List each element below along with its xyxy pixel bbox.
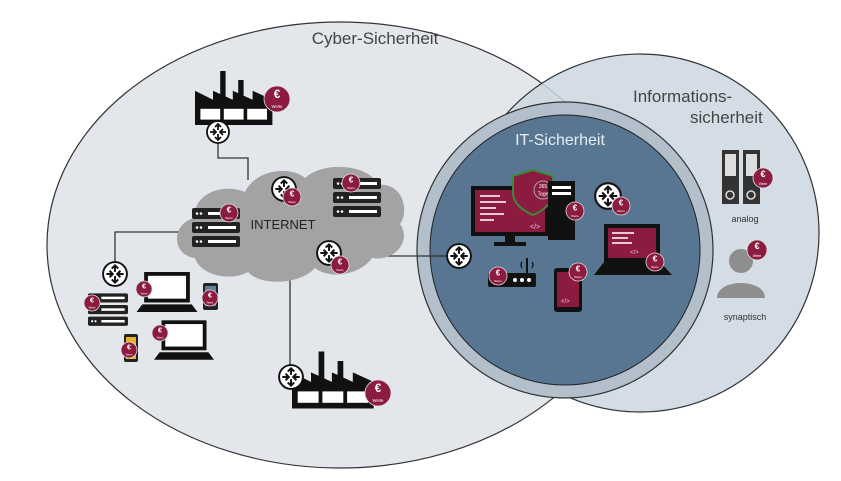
euro-symbol: € <box>274 88 281 101</box>
euro-badge-label: Werte <box>494 279 502 283</box>
euro-badge-label: Werte <box>617 209 625 213</box>
euro-badge-icon: € Werte <box>568 262 588 282</box>
euro-symbol: € <box>158 325 162 334</box>
euro-badge-icon: € Werte <box>488 266 508 286</box>
euro-badge-label: Werte <box>126 352 133 356</box>
router-icon <box>102 261 128 287</box>
code-tag: </> <box>530 224 540 231</box>
euro-badge-label: Werte <box>157 335 164 339</box>
synaptisch-label: synaptisch <box>724 312 767 322</box>
euro-badge-icon: €Werte <box>201 289 219 307</box>
euro-badge-icon: € Werte <box>645 252 665 272</box>
euro-badge-icon: € Werte <box>364 379 392 407</box>
router-icon <box>206 120 230 144</box>
it-security-label: IT-Sicherheit <box>515 132 605 149</box>
code-tag: </> <box>561 299 570 305</box>
euro-badge-label: Werte <box>89 305 96 309</box>
euro-badge-label: Werte <box>271 104 283 109</box>
euro-symbol: € <box>496 268 501 277</box>
it-security-circle <box>429 114 701 386</box>
euro-symbol: € <box>127 342 131 351</box>
euro-symbol: € <box>90 295 94 304</box>
euro-symbol: € <box>573 203 578 212</box>
euro-symbol: € <box>349 175 354 184</box>
binder-icon <box>722 150 760 204</box>
euro-badge-icon: €Werte <box>151 324 169 342</box>
analog-label: analog <box>731 214 758 224</box>
euro-badge-label: Werte <box>759 182 768 186</box>
euro-symbol: € <box>760 169 765 179</box>
euro-badge-label: Werte <box>347 186 355 190</box>
euro-symbol: € <box>227 205 232 214</box>
euro-badge-icon: € Werte <box>565 201 585 221</box>
information-security-label-line2: sicherheit <box>690 108 763 127</box>
internet-label: INTERNET <box>251 217 316 232</box>
euro-symbol: € <box>619 198 624 207</box>
router-icon <box>446 243 472 269</box>
euro-badge-label: Werte <box>288 200 296 204</box>
person-icon <box>717 249 765 298</box>
euro-badges: €Werte€Werte€Werte€Werte€Werte€Werte€Wer… <box>83 85 774 407</box>
euro-symbol: € <box>142 281 146 290</box>
euro-badge-icon: € Werte <box>263 85 291 113</box>
shield-label-line2: Tage <box>538 192 549 198</box>
euro-badge-label: Werte <box>372 398 384 403</box>
euro-badge-label: Werte <box>141 291 148 295</box>
router-icon <box>278 364 304 390</box>
euro-badge-icon: € Werte <box>746 239 768 261</box>
euro-symbol: € <box>208 290 212 299</box>
euro-badge-icon: €Werte <box>135 280 153 298</box>
euro-badge-label: Werte <box>753 254 762 258</box>
euro-badge-icon: € Werte <box>330 255 350 275</box>
euro-badge-icon: € Werte <box>282 187 302 207</box>
euro-badge-label: Werte <box>571 214 579 218</box>
euro-badge-icon: € Werte <box>219 203 239 223</box>
euro-badge-icon: € Werte <box>611 196 631 216</box>
code-tag: </> <box>630 250 639 256</box>
laptop-icon: </> <box>594 224 672 275</box>
euro-badge-icon: € Werte <box>341 173 361 193</box>
euro-badge-label: Werte <box>225 216 233 220</box>
euro-badge-icon: €Werte <box>120 341 138 359</box>
euro-symbol: € <box>375 382 382 395</box>
euro-badge-label: Werte <box>207 300 214 304</box>
cyber-security-label: Cyber-Sicherheit <box>312 29 439 48</box>
euro-badge-label: Werte <box>336 268 344 272</box>
euro-symbol: € <box>653 254 658 263</box>
euro-symbol: € <box>290 189 295 198</box>
information-security-label-line1: Informations- <box>633 87 732 106</box>
euro-symbol: € <box>338 257 343 266</box>
euro-symbol: € <box>754 241 759 251</box>
network-connections <box>114 133 447 372</box>
euro-badge-icon: € Werte <box>752 167 774 189</box>
shield-label-line1: 365 <box>539 184 548 190</box>
euro-badge-icon: €Werte <box>83 294 101 312</box>
euro-badge-label: Werte <box>574 275 582 279</box>
euro-badge-label: Werte <box>651 265 659 269</box>
euro-symbol: € <box>576 264 581 273</box>
